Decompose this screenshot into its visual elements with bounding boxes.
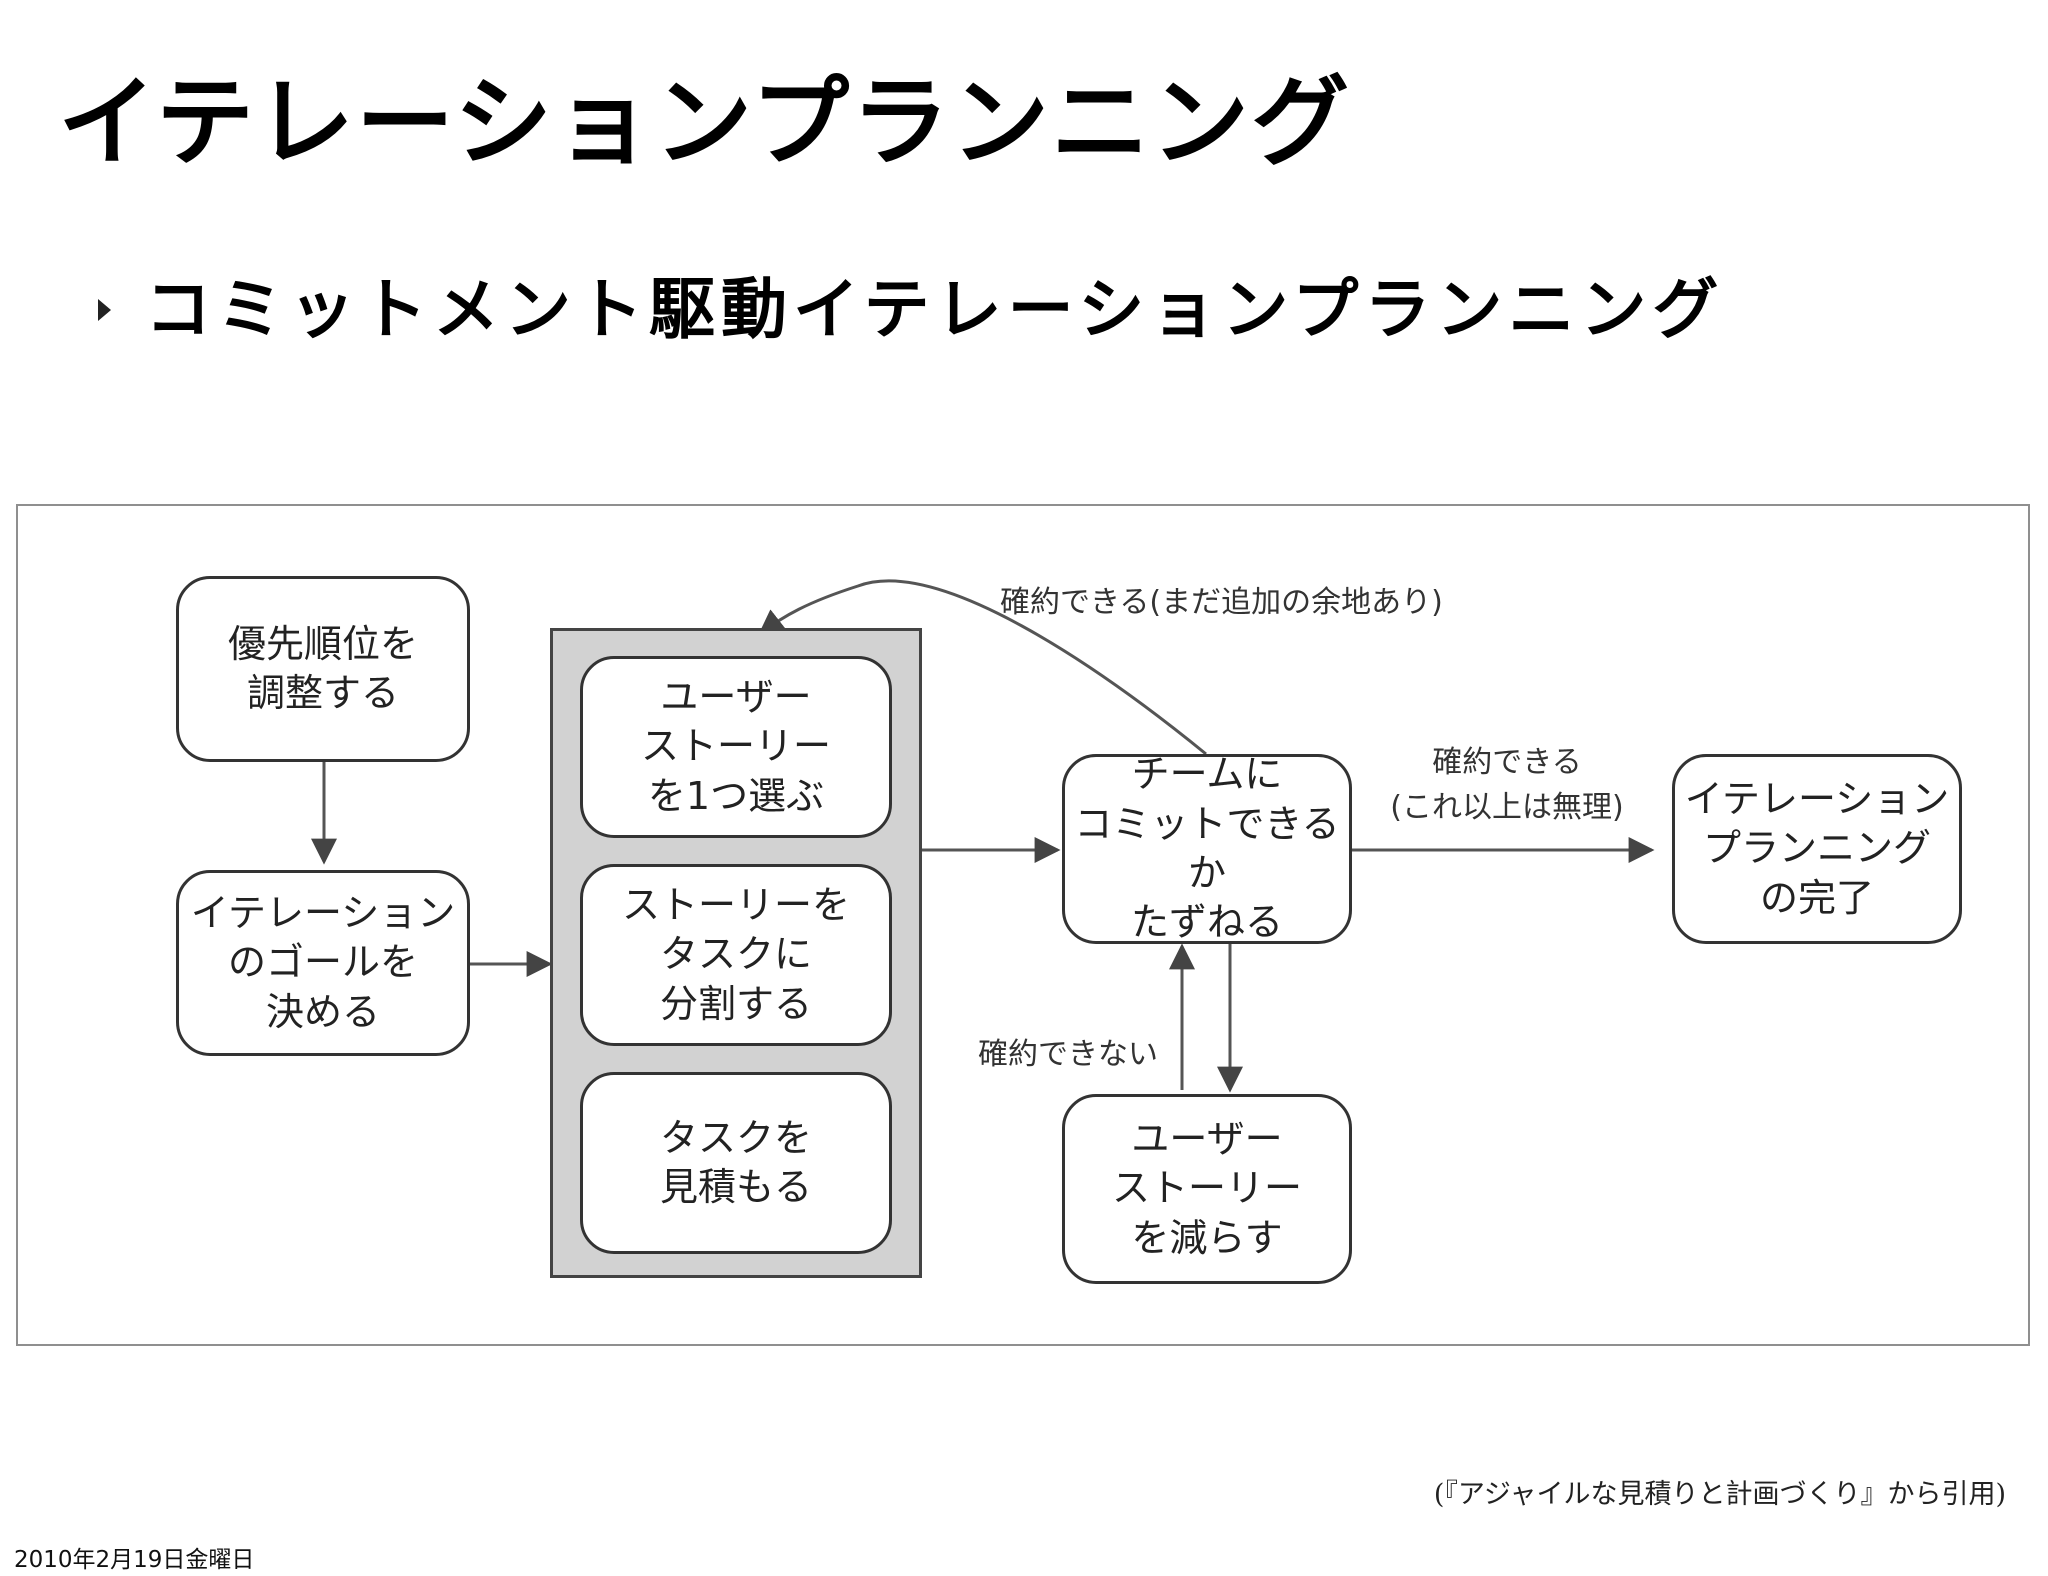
bullet-item: コミットメント駆動イテレーションプランニング [98, 270, 1724, 349]
node-reduce-stories: ユーザー ストーリー を減らす [1062, 1094, 1352, 1284]
diagram-connectors [311, 579, 1655, 1093]
node-split-tasks: ストーリーを タスクに 分割する [580, 864, 892, 1046]
node-decide-goal: イテレーション のゴールを 決める [176, 870, 470, 1056]
node-prioritize: 優先順位を 調整する [176, 576, 470, 762]
source-citation: (『アジャイルな見積りと計画づくり』から引用) [1433, 1479, 2006, 1510]
node-ask-team: チームに コミットできるか たずねる [1062, 752, 1352, 944]
node-estimate-tasks: タスクを 見積もる [580, 1072, 892, 1254]
node-pick-story: ユーザー ストーリー を1つ選ぶ [580, 656, 892, 838]
slide-title: イテレーションプランニング [58, 66, 1352, 180]
label-can-commit-more: 確約できる(まだ追加の余地あり) [1000, 585, 1443, 620]
bullet-triangle-icon [98, 298, 111, 321]
footer-date: 2010年2月19日金曜日 [14, 1547, 255, 1573]
arrow-ask-to-pick-loop [757, 579, 1207, 756]
node-planning-done: イテレーション プランニング の完了 [1672, 754, 1962, 944]
label-can-commit-done: 確約できる (これ以上は無理) [1390, 745, 1624, 825]
label-cannot-commit: 確約できない [978, 1037, 1158, 1072]
bullet-text: コミットメント駆動イテレーションプランニング [145, 270, 1725, 348]
flow-diagram: 優先順位を 調整する イテレーション のゴールを 決める ユーザー ストーリー … [16, 504, 2030, 1346]
